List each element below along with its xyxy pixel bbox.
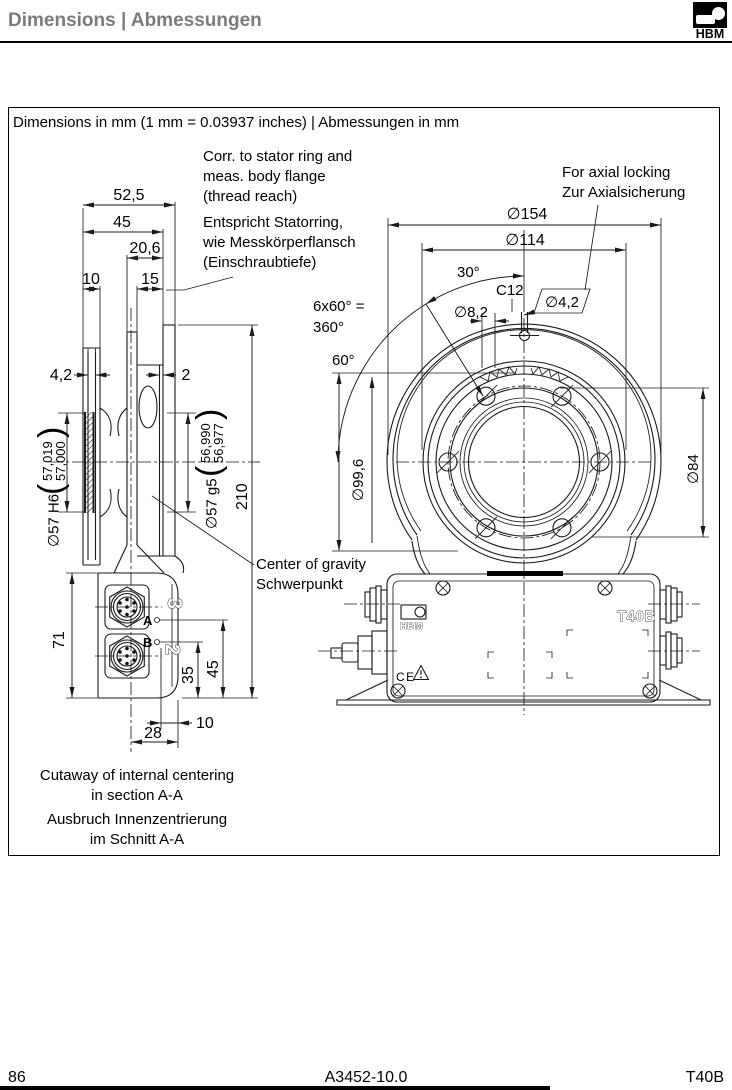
dim-d82: ∅8,2 — [454, 304, 488, 321]
dim-15: 15 — [141, 271, 159, 288]
housing-connector-stubs — [330, 585, 683, 675]
annotation-stator-de: Entspricht Statorring, wie Messkörperfla… — [203, 214, 356, 271]
svg-text:57,000: 57,000 — [53, 441, 68, 481]
knurl-left — [479, 366, 518, 382]
page-title: Dimensions | Abmessungen — [8, 10, 262, 31]
dim-c12: C12 — [496, 282, 524, 299]
dim-30deg: 30° — [457, 264, 480, 281]
dim-84: ∅84 — [685, 454, 702, 484]
leader-axial-locking — [584, 204, 599, 291]
front-view: ∅154 ∅114 30° 6x60° = 360° 60° C12 ∅4,2 — [313, 204, 711, 715]
drawing-frame — [8, 107, 720, 856]
side-shaft-tube — [113, 331, 165, 574]
svg-text:∅57 g5: ∅57 g5 — [204, 478, 221, 529]
dim-10b: 10 — [196, 715, 214, 732]
front-housing: HBM T40B CE — [318, 571, 711, 706]
connector-a-number: 3 — [163, 598, 185, 609]
page-bottom-edge — [0, 1086, 550, 1090]
svg-text:): ) — [190, 409, 228, 420]
footer-doc-number: A3452-10.0 — [324, 1069, 408, 1086]
svg-text:∅57 H6: ∅57 H6 — [46, 494, 63, 547]
side-rotor-flange — [137, 325, 164, 556]
header-rule — [0, 41, 732, 43]
hbm-logo-text: HBM — [695, 27, 725, 41]
dim-996: ∅99,6 — [350, 459, 367, 501]
connector-a-label: A — [143, 613, 153, 628]
warning-triangle-icon — [412, 664, 430, 681]
footer-page-number: 86 — [8, 1069, 26, 1086]
side-left-flange — [82, 347, 101, 566]
dim-4-2-balloon — [533, 288, 591, 314]
dim-20-6: 20,6 — [129, 240, 160, 257]
annotation-center-of-gravity: Center of gravity Schwerpunkt — [256, 556, 367, 593]
dim-35: 35 — [180, 666, 197, 684]
dim-45: 45 — [113, 214, 131, 231]
svg-text:(: ( — [190, 465, 228, 477]
dim-2: 2 — [182, 367, 191, 384]
annotation-cutaway-en: Cutaway of internal centering in section… — [39, 767, 235, 804]
side-view: A B 3 2 52,5 45 20,6 10 — [32, 187, 260, 752]
connector-b-label: B — [143, 635, 152, 650]
side-stator-ring — [137, 324, 185, 574]
drawing-title: Dimensions in mm (1 mm = 0.03937 inches)… — [13, 114, 460, 131]
dim-d42: ∅4,2 — [545, 294, 579, 311]
dim-154: ∅154 — [507, 206, 548, 223]
housing-hbm-text: HBM — [400, 621, 423, 632]
dim-114: ∅114 — [505, 232, 545, 249]
housing-top-seal — [487, 571, 563, 576]
svg-text:): ) — [32, 427, 70, 438]
dim-60deg: 60° — [332, 352, 355, 369]
connector-b-number: 2 — [161, 644, 183, 655]
bolt-holes — [436, 384, 612, 540]
svg-text:56,990: 56,990 — [198, 423, 213, 463]
annotation-cutaway-de: Ausbruch Innenzentrierung im Schnitt A-A — [46, 811, 228, 848]
ce-mark: CE — [396, 670, 416, 684]
leader-stator-annotation — [166, 276, 234, 291]
housing-screws — [390, 580, 658, 699]
dim-57g5-label: ∅57 g5 ( 56,990 56,977 ) — [190, 409, 228, 529]
dim-57h6-label: ∅57 H6 ( 57,019 57,000 ) — [32, 427, 70, 547]
housing-hbm-logo: HBM — [400, 604, 427, 632]
hbm-logo: HBM — [693, 2, 727, 41]
dim-6x60a: 6x60° = — [313, 298, 365, 315]
footer-model: T40B — [685, 1069, 724, 1086]
side-measuring-body — [99, 407, 128, 518]
dim-71: 71 — [51, 631, 68, 649]
cutaway-hatch — [84, 412, 94, 513]
dim-28: 28 — [144, 725, 162, 742]
hbm-logo-icon — [693, 2, 727, 28]
label-corner-marks — [487, 629, 649, 679]
housing-model-text: T40B — [617, 608, 656, 625]
dim-4-2: 4,2 — [50, 367, 72, 384]
flange-hole — [138, 385, 158, 429]
dim-10: 10 — [82, 271, 100, 288]
svg-text:56,977: 56,977 — [211, 423, 226, 463]
svg-text:57,019: 57,019 — [40, 441, 55, 481]
dim-6x60b: 360° — [313, 319, 344, 336]
leader-center-of-gravity — [151, 495, 255, 566]
svg-text:(: ( — [32, 483, 70, 495]
knurl-right — [530, 366, 569, 382]
dim-210: 210 — [234, 483, 251, 510]
side-housing — [97, 572, 179, 699]
annotation-axial-locking: For axial locking Zur Axialsicherung — [562, 164, 686, 201]
dim-45b: 45 — [205, 660, 222, 678]
annotation-stator-en: Corr. to stator ring and meas. body flan… — [203, 148, 353, 205]
dim-52-5: 52,5 — [113, 187, 144, 204]
axial-locking-hole — [510, 312, 539, 342]
